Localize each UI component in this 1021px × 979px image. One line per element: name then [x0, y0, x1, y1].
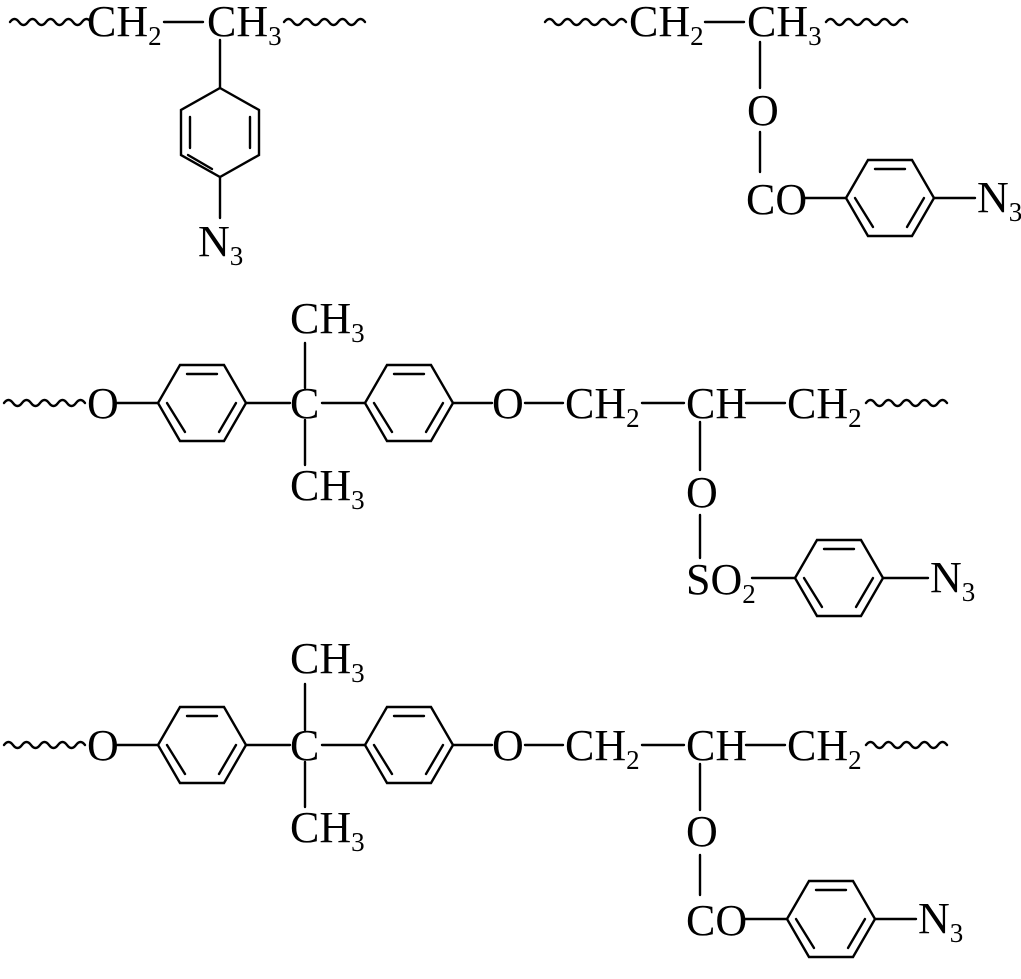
wavy-chain-end [864, 740, 949, 750]
structure-3: O C CH3 CH3 O CH2 CH CH2 O S [2, 294, 975, 618]
wavy-chain-end [543, 17, 628, 27]
side-oxygen-label: O [686, 468, 718, 517]
azide-label: N3 [930, 553, 975, 607]
chain-oxygen-label: O [87, 721, 119, 770]
ether-oxygen-label: O [492, 379, 524, 428]
wavy-chain-end [282, 17, 367, 27]
ch-label: CH [686, 379, 747, 428]
ester-oxygen-label: O [747, 86, 779, 135]
benzene-ring-right [363, 363, 455, 443]
ch-label: CH [686, 721, 747, 770]
backbone-ch2-label: CH2 [87, 0, 162, 51]
benzene-ring [179, 86, 261, 179]
ch2-left-label: CH2 [565, 379, 640, 433]
azide-label: N3 [198, 217, 243, 271]
azide-label: N3 [918, 894, 963, 948]
structure-4: O C CH3 CH3 O CH2 CH CH2 O C [2, 634, 963, 959]
sulfonyl-label: SO2 [686, 555, 756, 609]
ch2-left-label: CH2 [565, 721, 640, 775]
wavy-chain-end [2, 398, 87, 408]
structure-1: CH2 CH3 N3 [8, 0, 367, 271]
ch2-right-label: CH2 [787, 379, 862, 433]
wavy-chain-end [824, 17, 909, 27]
benzene-ring-left [156, 363, 248, 443]
methyl-bottom-label: CH3 [290, 461, 365, 515]
backbone-ch2-label: CH2 [629, 0, 704, 51]
benzene-ring [844, 158, 936, 238]
backbone-ch3-label: CH3 [207, 0, 282, 51]
wavy-chain-end [864, 398, 949, 408]
wavy-chain-end [8, 17, 93, 27]
benzene-ring-left [156, 705, 248, 785]
methyl-top-label: CH3 [290, 634, 365, 688]
carbonyl-label: CO [686, 896, 747, 945]
benzene-ring [785, 879, 877, 959]
structure-2: CH2 CH3 O CO N3 [543, 0, 1021, 238]
chain-oxygen-label: O [87, 379, 119, 428]
wavy-chain-end [2, 740, 87, 750]
azide-label: N3 [977, 173, 1021, 227]
carbonyl-label: CO [746, 175, 807, 224]
backbone-ch3-label: CH3 [747, 0, 822, 51]
ch2-right-label: CH2 [787, 721, 862, 775]
methyl-top-label: CH3 [290, 294, 365, 348]
benzene-ring [793, 538, 885, 618]
benzene-ring-right [363, 705, 455, 785]
methyl-bottom-label: CH3 [290, 803, 365, 857]
ether-oxygen-label: O [492, 721, 524, 770]
side-oxygen-label: O [686, 807, 718, 856]
